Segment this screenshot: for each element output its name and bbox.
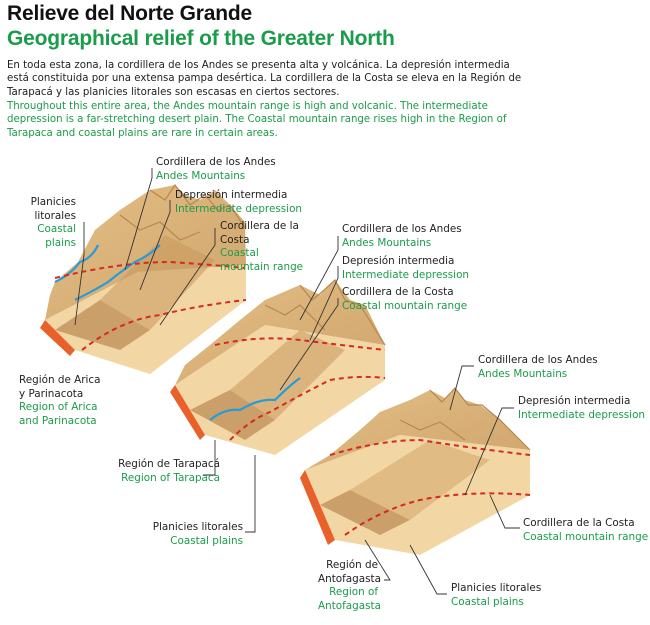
river-1b: [74, 244, 161, 301]
leader-andes-2: [299, 236, 339, 321]
label-andes-3: Cordillera de los Andes Andes Mountains: [478, 354, 598, 380]
leader-coastal-1: [159, 228, 216, 326]
coastline-strip: [170, 385, 205, 440]
boundary-line-2: [229, 375, 386, 441]
leader-region-3: [364, 539, 391, 581]
leader-plains-1: [74, 222, 85, 326]
label-region-tarapaca: Región de Tarapacá Region of Tarapaca: [118, 458, 220, 484]
coastline-strip: [40, 320, 75, 356]
andes-ridges: [119, 183, 246, 241]
label-depression-3: Depresión intermedia Intermediate depres…: [518, 395, 646, 421]
coastal-range-shade: [190, 390, 275, 440]
leader-plains-2: [245, 455, 256, 533]
leader-andes-3: [449, 365, 474, 411]
leader-region-2: [203, 440, 216, 476]
coastal-range-shade: [55, 300, 150, 350]
river-1a: [54, 244, 99, 283]
boundary-line-2: [81, 299, 247, 351]
label-coastal-range-2: Cordillera de la Costa Coastal mountain …: [342, 286, 468, 312]
label-plains-1: Planicies litorales Coastal plains: [30, 196, 76, 249]
depression-shadow: [100, 235, 215, 330]
title-spanish: Relieve del Norte Grande: [7, 2, 252, 25]
label-region-arica: Región de Arica y Parinacota Region of A…: [19, 374, 101, 427]
andes-ridges: [399, 387, 531, 451]
label-coastal-range-3: Cordillera de la Costa Coastal mountain …: [523, 517, 649, 543]
coastal-range-shade: [320, 490, 410, 535]
leader-lines: [74, 168, 520, 595]
leader-depression-1: [139, 200, 171, 291]
leader-coastal-3: [489, 494, 520, 529]
intro-text-spanish: En toda esta zona, la cordillera de los …: [7, 60, 522, 98]
leader-coastal-2: [279, 298, 339, 391]
label-depression-1: Depresión intermedia Intermediate depres…: [175, 189, 303, 215]
leader-andes-1: [124, 168, 153, 271]
boundary-line-1: [329, 438, 531, 456]
label-plains-3: Planicies litorales Coastal plains: [451, 582, 542, 608]
intro-text-english: Throughout this entire area, the Andes m…: [7, 101, 507, 139]
block-top-surface: [175, 280, 385, 385]
label-region-antofagasta: Región de Antofagasta Region of Antofaga…: [318, 559, 381, 612]
andes-ridges: [264, 279, 386, 346]
leader-depression-2: [309, 266, 339, 341]
boundary-line-2: [344, 492, 531, 536]
depression-shadow: [350, 440, 490, 520]
label-coastal-range-1: Cordillera de la Costa Coastal mountain …: [220, 220, 304, 273]
depression-shadow: [230, 330, 345, 420]
terrain-block-arica: [40, 183, 247, 374]
block-top-surface: [45, 185, 246, 320]
title-english: Geographical relief of the Greater North: [7, 27, 395, 50]
leader-plains-3: [409, 544, 447, 595]
terrain-block-antofagasta: [300, 387, 531, 555]
leader-depression-3: [464, 407, 514, 496]
coastline-strip: [300, 470, 335, 545]
label-plains-2: Planicies litorales Coastal plains: [152, 521, 243, 547]
river-2a: [209, 377, 301, 421]
label-andes-2: Cordillera de los Andes Andes Mountains: [342, 223, 462, 249]
boundary-line-1: [214, 337, 386, 351]
label-depression-2: Depresión intermedia Intermediate depres…: [342, 255, 470, 281]
label-andes-1: Cordillera de los Andes Andes Mountains: [156, 156, 276, 182]
